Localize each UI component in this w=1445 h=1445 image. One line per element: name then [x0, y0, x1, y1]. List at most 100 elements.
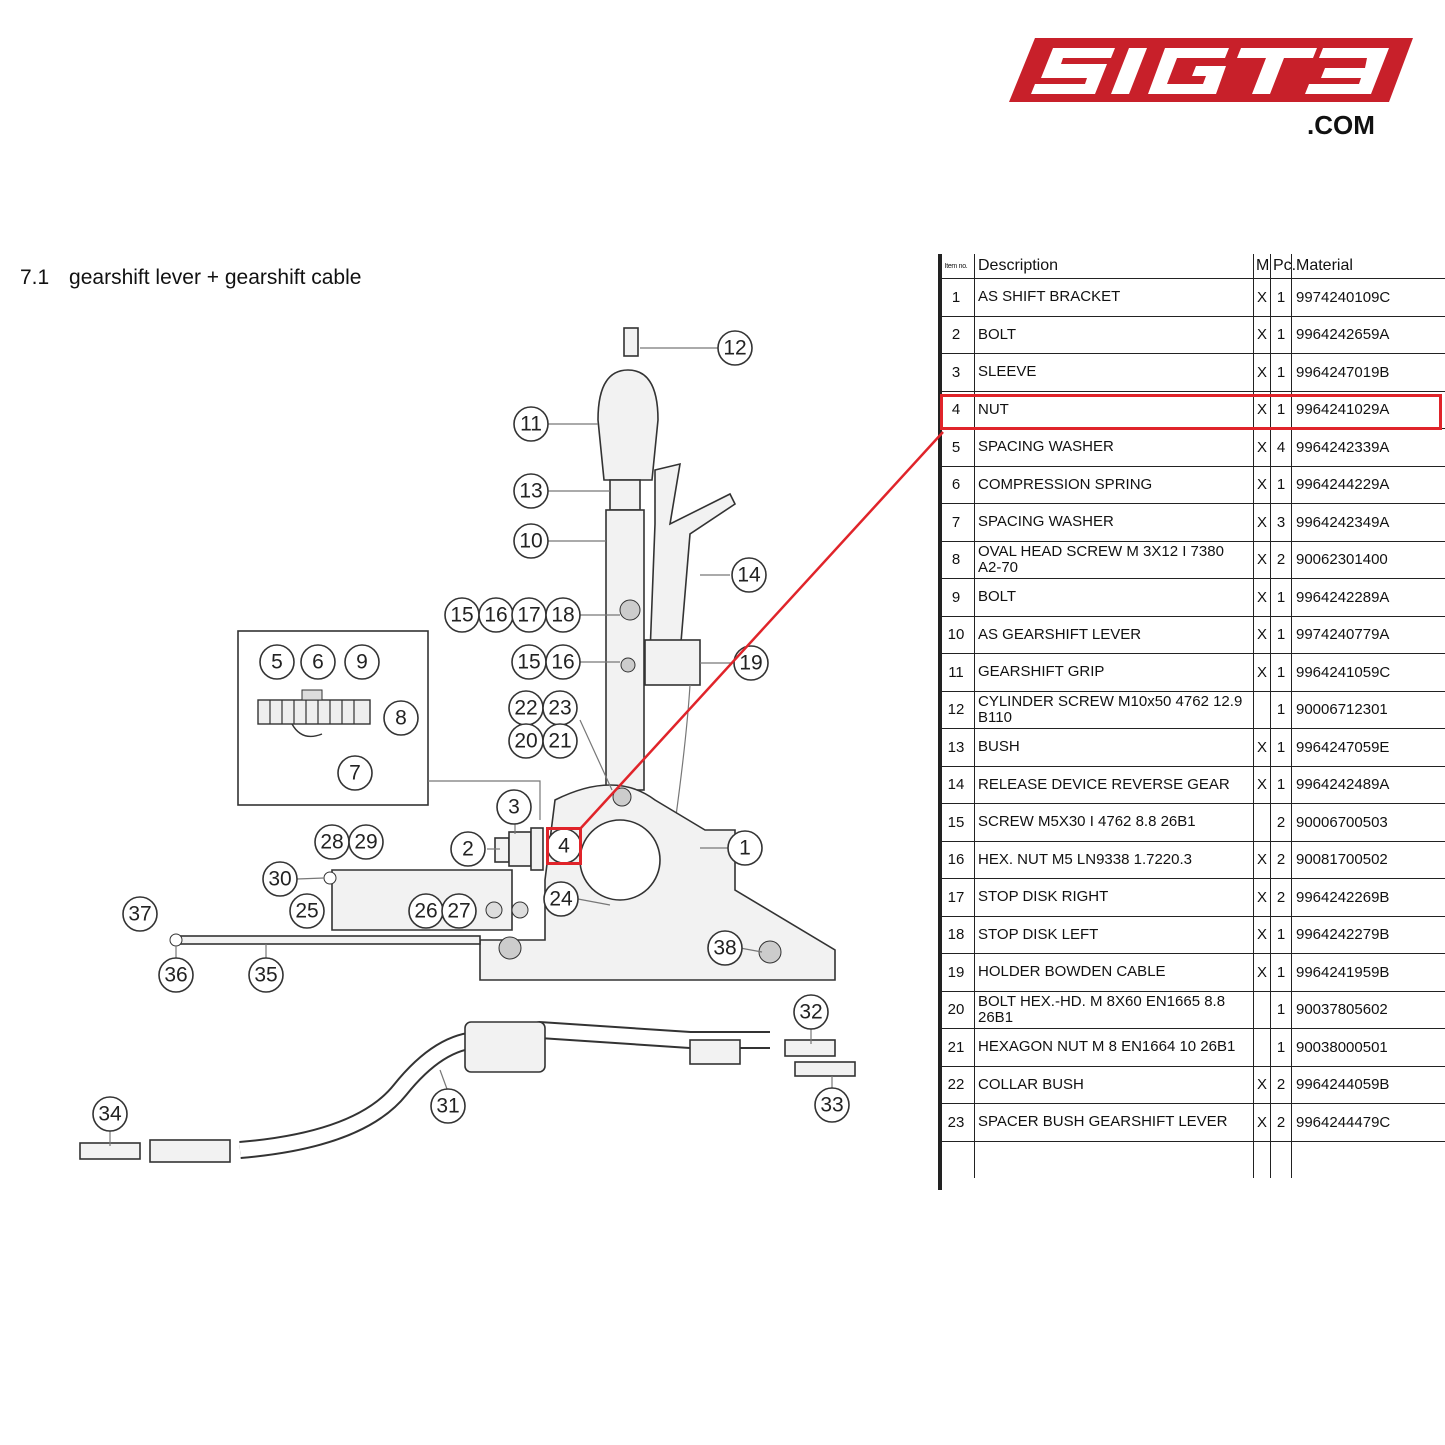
row-piece-count: 1: [1270, 578, 1292, 617]
row-item-number: 14: [938, 766, 975, 804]
row-item-number: 18: [938, 916, 975, 954]
row-m-flag: X: [1253, 878, 1271, 917]
callout-24: 24: [543, 881, 579, 917]
row-m-flag: X: [1253, 841, 1271, 879]
svg-text:8: 8: [395, 707, 407, 730]
svg-text:26: 26: [414, 900, 437, 923]
svg-text:17: 17: [517, 604, 540, 627]
callout-25: 25: [289, 893, 325, 929]
row-piece-count: 1: [1270, 991, 1292, 1029]
svg-text:35: 35: [254, 964, 277, 987]
row-m-flag: X: [1253, 1066, 1271, 1104]
callout-16b: 16: [545, 644, 581, 680]
row-m-flag: X: [1253, 428, 1271, 467]
header-description: Description: [974, 254, 1254, 279]
gearshift-lever: [597, 327, 659, 791]
row-description: SLEEVE: [974, 353, 1254, 392]
svg-text:31: 31: [436, 1095, 459, 1118]
row-piece-count: 1: [1270, 728, 1292, 767]
row-piece-count: 1: [1270, 766, 1292, 804]
callout-29: 29: [348, 824, 384, 860]
svg-text:14: 14: [737, 564, 761, 587]
row-material-number: 9964242339A: [1291, 428, 1445, 467]
row-material-number: 90006700503: [1291, 803, 1445, 842]
svg-text:28: 28: [320, 831, 343, 854]
svg-text:16: 16: [484, 604, 507, 627]
row-description: AS GEARSHIFT LEVER: [974, 616, 1254, 654]
row-m-flag: [1253, 1028, 1271, 1067]
svg-text:16: 16: [551, 651, 574, 674]
row-item-number: 3: [938, 353, 975, 392]
callout-20: 20: [508, 723, 544, 759]
row-description: GEARSHIFT GRIP: [974, 653, 1254, 692]
row-material-number: 9964242489A: [1291, 766, 1445, 804]
callout-14: 14: [731, 557, 767, 593]
svg-text:3: 3: [508, 796, 520, 819]
svg-text:11: 11: [520, 413, 542, 436]
svg-text:15: 15: [517, 651, 540, 674]
header-pc: Pc.: [1270, 254, 1296, 279]
svg-text:13: 13: [519, 480, 542, 503]
row-material-number: 9964241029A: [1291, 391, 1445, 429]
row-item-number: 9: [938, 578, 975, 617]
svg-text:24: 24: [549, 888, 573, 911]
svg-text:20: 20: [514, 730, 537, 753]
svg-text:7: 7: [349, 762, 361, 785]
row-material-number: 90038000501: [1291, 1028, 1445, 1067]
callout-8: 8: [383, 700, 419, 736]
row-piece-count: 2: [1270, 1103, 1292, 1142]
svg-text:23: 23: [548, 697, 571, 720]
row-m-flag: X: [1253, 616, 1271, 654]
row-description: HEX. NUT M5 LN9338 1.7220.3: [974, 841, 1254, 879]
svg-text:36: 36: [164, 964, 187, 987]
callout-38: 38: [707, 930, 743, 966]
bolt-and-sleeve: [494, 827, 544, 871]
row-m-flag: X: [1253, 953, 1271, 992]
row-item-number: 13: [938, 728, 975, 767]
row-description: CYLINDER SCREW M10x50 4762 12.9 B110: [974, 691, 1254, 729]
logo-suffix: .COM: [1307, 110, 1375, 140]
row-m-flag: X: [1253, 578, 1271, 617]
row-description: HOLDER BOWDEN CABLE: [974, 953, 1254, 992]
row-item-number: 11: [938, 653, 975, 692]
svg-text:1: 1: [739, 837, 751, 860]
row-m-flag: X: [1253, 766, 1271, 804]
row-piece-count: 1: [1270, 278, 1292, 317]
row-m-flag: [1253, 991, 1271, 1029]
section-number: 7.1: [20, 266, 50, 289]
reverse-release-device: [649, 462, 737, 655]
row-description: SPACING WASHER: [974, 503, 1254, 542]
row-m-flag: [1253, 803, 1271, 842]
row-item-number: 6: [938, 466, 975, 504]
row-piece-count: 2: [1270, 878, 1292, 917]
callout-31: 31: [430, 1088, 466, 1124]
svg-text:5: 5: [271, 651, 283, 674]
row-description: RELEASE DEVICE REVERSE GEAR: [974, 766, 1254, 804]
callout-highlight: [546, 827, 582, 865]
row-item-number: 8: [938, 541, 975, 579]
row-material-number: 90081700502: [1291, 841, 1445, 879]
row-material-number: 9964242659A: [1291, 316, 1445, 354]
callout-30: 30: [262, 861, 298, 897]
row-description: SPACER BUSH GEARSHIFT LEVER: [974, 1103, 1254, 1142]
svg-text:6: 6: [312, 651, 324, 674]
row-m-flag: X: [1253, 1103, 1271, 1142]
row-m-flag: X: [1253, 916, 1271, 954]
sigt3-logo: .COM: [1009, 38, 1413, 140]
row-item-number: 15: [938, 803, 975, 842]
svg-text:30: 30: [268, 868, 291, 891]
row-piece-count: 1: [1270, 953, 1292, 992]
row-piece-count: 4: [1270, 428, 1292, 467]
row-material-number: 9964241059C: [1291, 653, 1445, 692]
row-description: STOP DISK RIGHT: [974, 878, 1254, 917]
row-item-number: 5: [938, 428, 975, 467]
svg-text:19: 19: [739, 652, 762, 675]
